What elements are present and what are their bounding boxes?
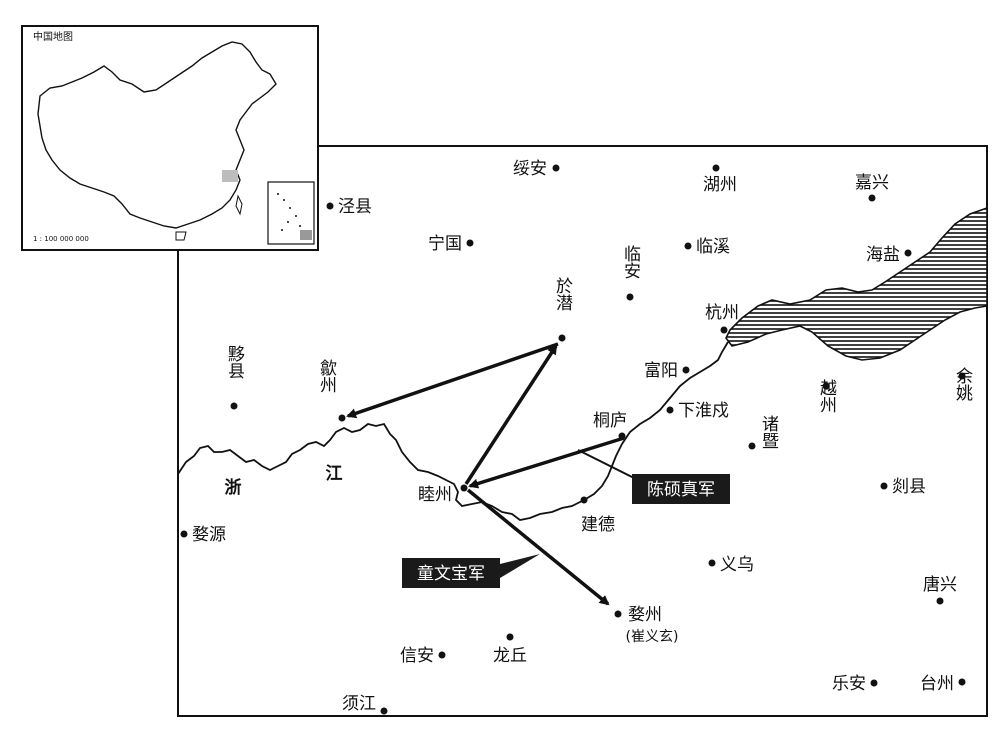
chen-army-label: 陈硕真军 (647, 480, 715, 500)
label-wuzhou-note: (崔义玄) (626, 628, 679, 645)
dot-jiaxing (868, 194, 876, 202)
dot-jiande (580, 496, 588, 504)
dot-shezhou (338, 414, 346, 422)
label-ningguo: 宁国 (428, 234, 462, 254)
dot-wuyuan (180, 530, 188, 538)
dot-ningguo (466, 239, 474, 247)
inset-taiwan (235, 194, 243, 216)
label-linxi: 临溪 (696, 237, 730, 257)
inset-map-title: 中国地图 (33, 30, 73, 43)
dot-yuqian (558, 334, 566, 342)
label-haiyan: 海盐 (866, 245, 900, 265)
label-tangxing: 唐兴 (923, 574, 957, 595)
dot-shanxian (880, 482, 888, 490)
dot-muzhou (460, 484, 468, 492)
chen-army-box (632, 474, 730, 504)
label-jiande: 建德 (581, 515, 615, 535)
inset-hainan (175, 231, 187, 241)
arrow-tonglu-to-muzhou (468, 436, 625, 489)
river-label-zhe: 浙 (225, 477, 242, 498)
label-fuyang: 富阳 (644, 361, 678, 381)
label-lean: 乐安 (832, 674, 866, 694)
tong-army-pointer (500, 554, 540, 578)
label-muzhou: 睦州 (418, 485, 452, 505)
dot-linxi (684, 242, 692, 250)
dot-jingxian (326, 202, 334, 210)
inset-china-outline (37, 41, 277, 229)
dot-fuyang (682, 366, 690, 374)
label-yiwu: 义乌 (720, 555, 754, 575)
arrow-muzhou-to-wuzhou (466, 488, 610, 606)
chen-army-pointer (577, 449, 635, 479)
dot-lean (870, 679, 878, 687)
dot-yiwu (708, 559, 716, 567)
label-shezhou: 歙州 (316, 358, 337, 393)
dot-xiahuaishu (666, 406, 674, 414)
arrow-muzhou-to-yuqian (464, 344, 558, 485)
river-label-jiang: 江 (326, 464, 343, 484)
arrow-yuqian-to-shezhou (346, 342, 559, 419)
label-yuqian: 於潜 (552, 277, 573, 311)
tong-army-label: 童文宝军 (417, 564, 485, 584)
tong-army-box (402, 558, 500, 588)
dot-yuezhou (822, 382, 830, 390)
label-shanxian: 剡县 (892, 477, 926, 497)
dot-zhuji (748, 442, 756, 450)
label-tonglu: 桐庐 (593, 411, 627, 431)
dot-taizhou (958, 678, 966, 686)
label-xinan: 信安 (400, 646, 434, 666)
dot-xinan (438, 651, 446, 659)
label-taizhou: 台州 (920, 674, 954, 694)
dot-yuyao (958, 372, 966, 380)
dot-tangxing (936, 597, 944, 605)
label-yuezhou: 越州 (816, 379, 837, 413)
dot-suian (552, 164, 560, 172)
label-jiaxing: 嘉兴 (855, 173, 889, 193)
label-yixian: 黟县 (224, 345, 245, 379)
inset-south-sea-islands (277, 193, 301, 231)
dot-yixian (230, 402, 238, 410)
label-zhuji: 诸暨 (758, 415, 779, 449)
label-wuzhou: 婺州 (628, 605, 662, 625)
dot-linan (626, 293, 634, 301)
dot-xujiang (380, 707, 388, 715)
label-jingxian: 泾县 (338, 197, 372, 217)
dot-tonglu (618, 432, 626, 440)
inset-highlight-region (222, 170, 238, 182)
dot-longqiu (506, 633, 514, 641)
hangzhou-bay (725, 206, 988, 361)
city-markers (180, 164, 966, 715)
label-linan: 临安 (620, 245, 640, 279)
label-huzhou: 湖州 (703, 175, 737, 195)
label-hangzhou: 杭州 (705, 303, 739, 323)
dot-huzhou (712, 164, 720, 172)
inset-map-scale: 1 : 100 000 000 (33, 235, 89, 243)
label-xujiang: 须江 (342, 694, 376, 714)
dot-hangzhou (720, 326, 728, 334)
label-yuyao: 余姚 (952, 367, 973, 402)
label-suian: 绥安 (513, 159, 547, 179)
label-longqiu: 龙丘 (493, 646, 527, 666)
zhe-river (177, 341, 729, 521)
label-wuyuan: 婺源 (192, 525, 226, 545)
dot-wuzhou (614, 610, 622, 618)
label-xiahuaishu: 下淮戍 (678, 401, 729, 421)
dot-haiyan (904, 249, 912, 257)
inset-south-sea-label-block (300, 230, 312, 240)
